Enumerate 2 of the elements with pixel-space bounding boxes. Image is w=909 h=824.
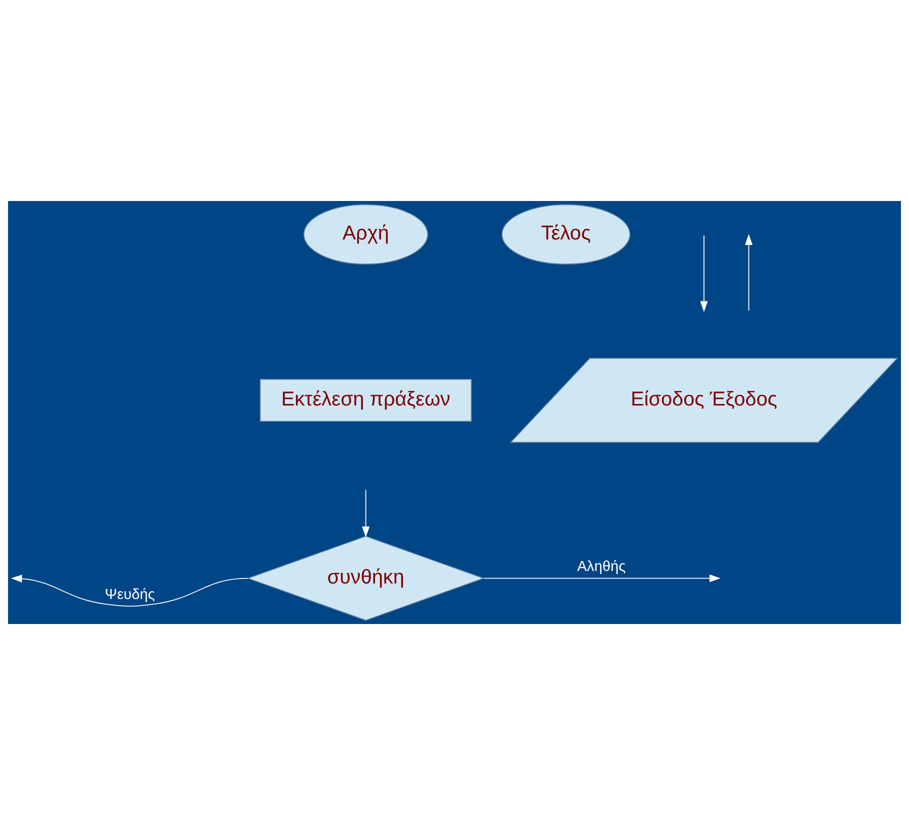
- edge-label: Αληθής: [577, 558, 626, 574]
- edge-label: Ψευδής: [104, 586, 155, 603]
